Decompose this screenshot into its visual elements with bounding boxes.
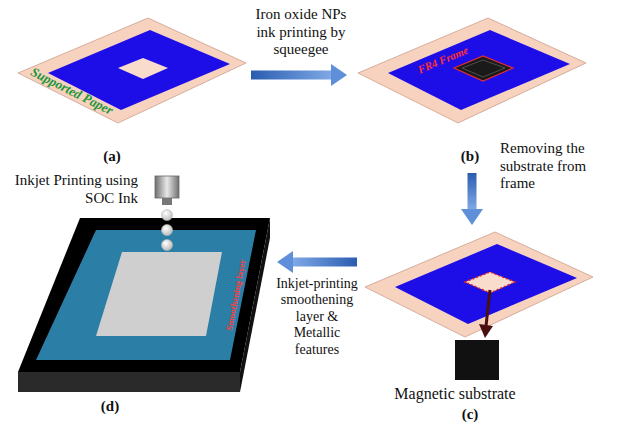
removed-substrate-frame <box>365 232 593 337</box>
panel-caption: (b) <box>450 148 490 166</box>
part-label: Smoothening layer <box>224 259 248 332</box>
supported-paper <box>18 18 246 123</box>
process-arrow <box>293 258 357 267</box>
magnetic-substrate <box>455 340 499 380</box>
process-panel: Inkjet Printing using SOC InkSmoothening… <box>8 168 274 420</box>
step-description: Removing the substrate from frame <box>500 140 618 193</box>
process-arrow <box>251 71 331 80</box>
part-label: FR4 Frame <box>416 44 470 77</box>
part-label: Supported Paper <box>28 64 115 118</box>
panel-caption: (d) <box>90 398 130 416</box>
panel-caption: (a) <box>92 148 132 166</box>
process-panel: Supported Paper (a) <box>12 8 248 170</box>
process-panel: Magnetic substrate (c) <box>360 228 610 423</box>
printed-substrate <box>18 218 270 392</box>
framed-paper <box>358 18 586 123</box>
panel-caption: (c) <box>450 406 490 424</box>
step-description: Inkjet-printing smoothening layer & Meta… <box>272 276 362 358</box>
step-description: Iron oxide NPs ink printing by squeegee <box>248 6 354 59</box>
inkjet-printhead <box>155 176 179 251</box>
removal-arrow <box>479 290 493 338</box>
step-label: Magnetic substrate <box>360 385 550 404</box>
step-label: Inkjet Printing using SOC Ink <box>14 172 138 207</box>
process-arrow <box>468 173 477 209</box>
